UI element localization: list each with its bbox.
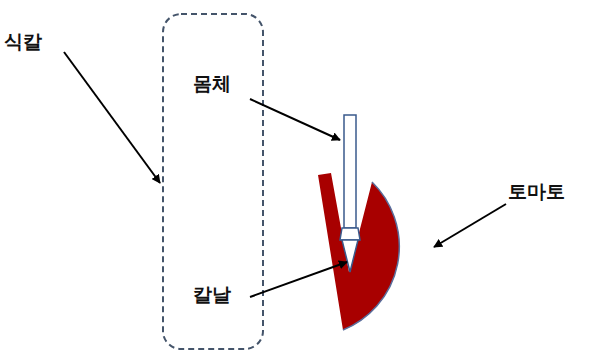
knife-region bbox=[163, 14, 263, 349]
leader-line bbox=[250, 262, 347, 297]
leader-line bbox=[64, 52, 160, 183]
part-name: 토마토 bbox=[508, 180, 565, 203]
leader-line bbox=[434, 204, 506, 247]
part-name: 칼날 bbox=[193, 283, 231, 306]
knife-body bbox=[344, 115, 356, 228]
part-name: 식칼 bbox=[4, 30, 42, 53]
knife-blade bbox=[342, 240, 358, 272]
tomato-shape bbox=[318, 173, 399, 330]
part-name: 몸체 bbox=[193, 72, 231, 95]
knife-collar bbox=[340, 228, 360, 240]
leader-line bbox=[250, 99, 340, 140]
